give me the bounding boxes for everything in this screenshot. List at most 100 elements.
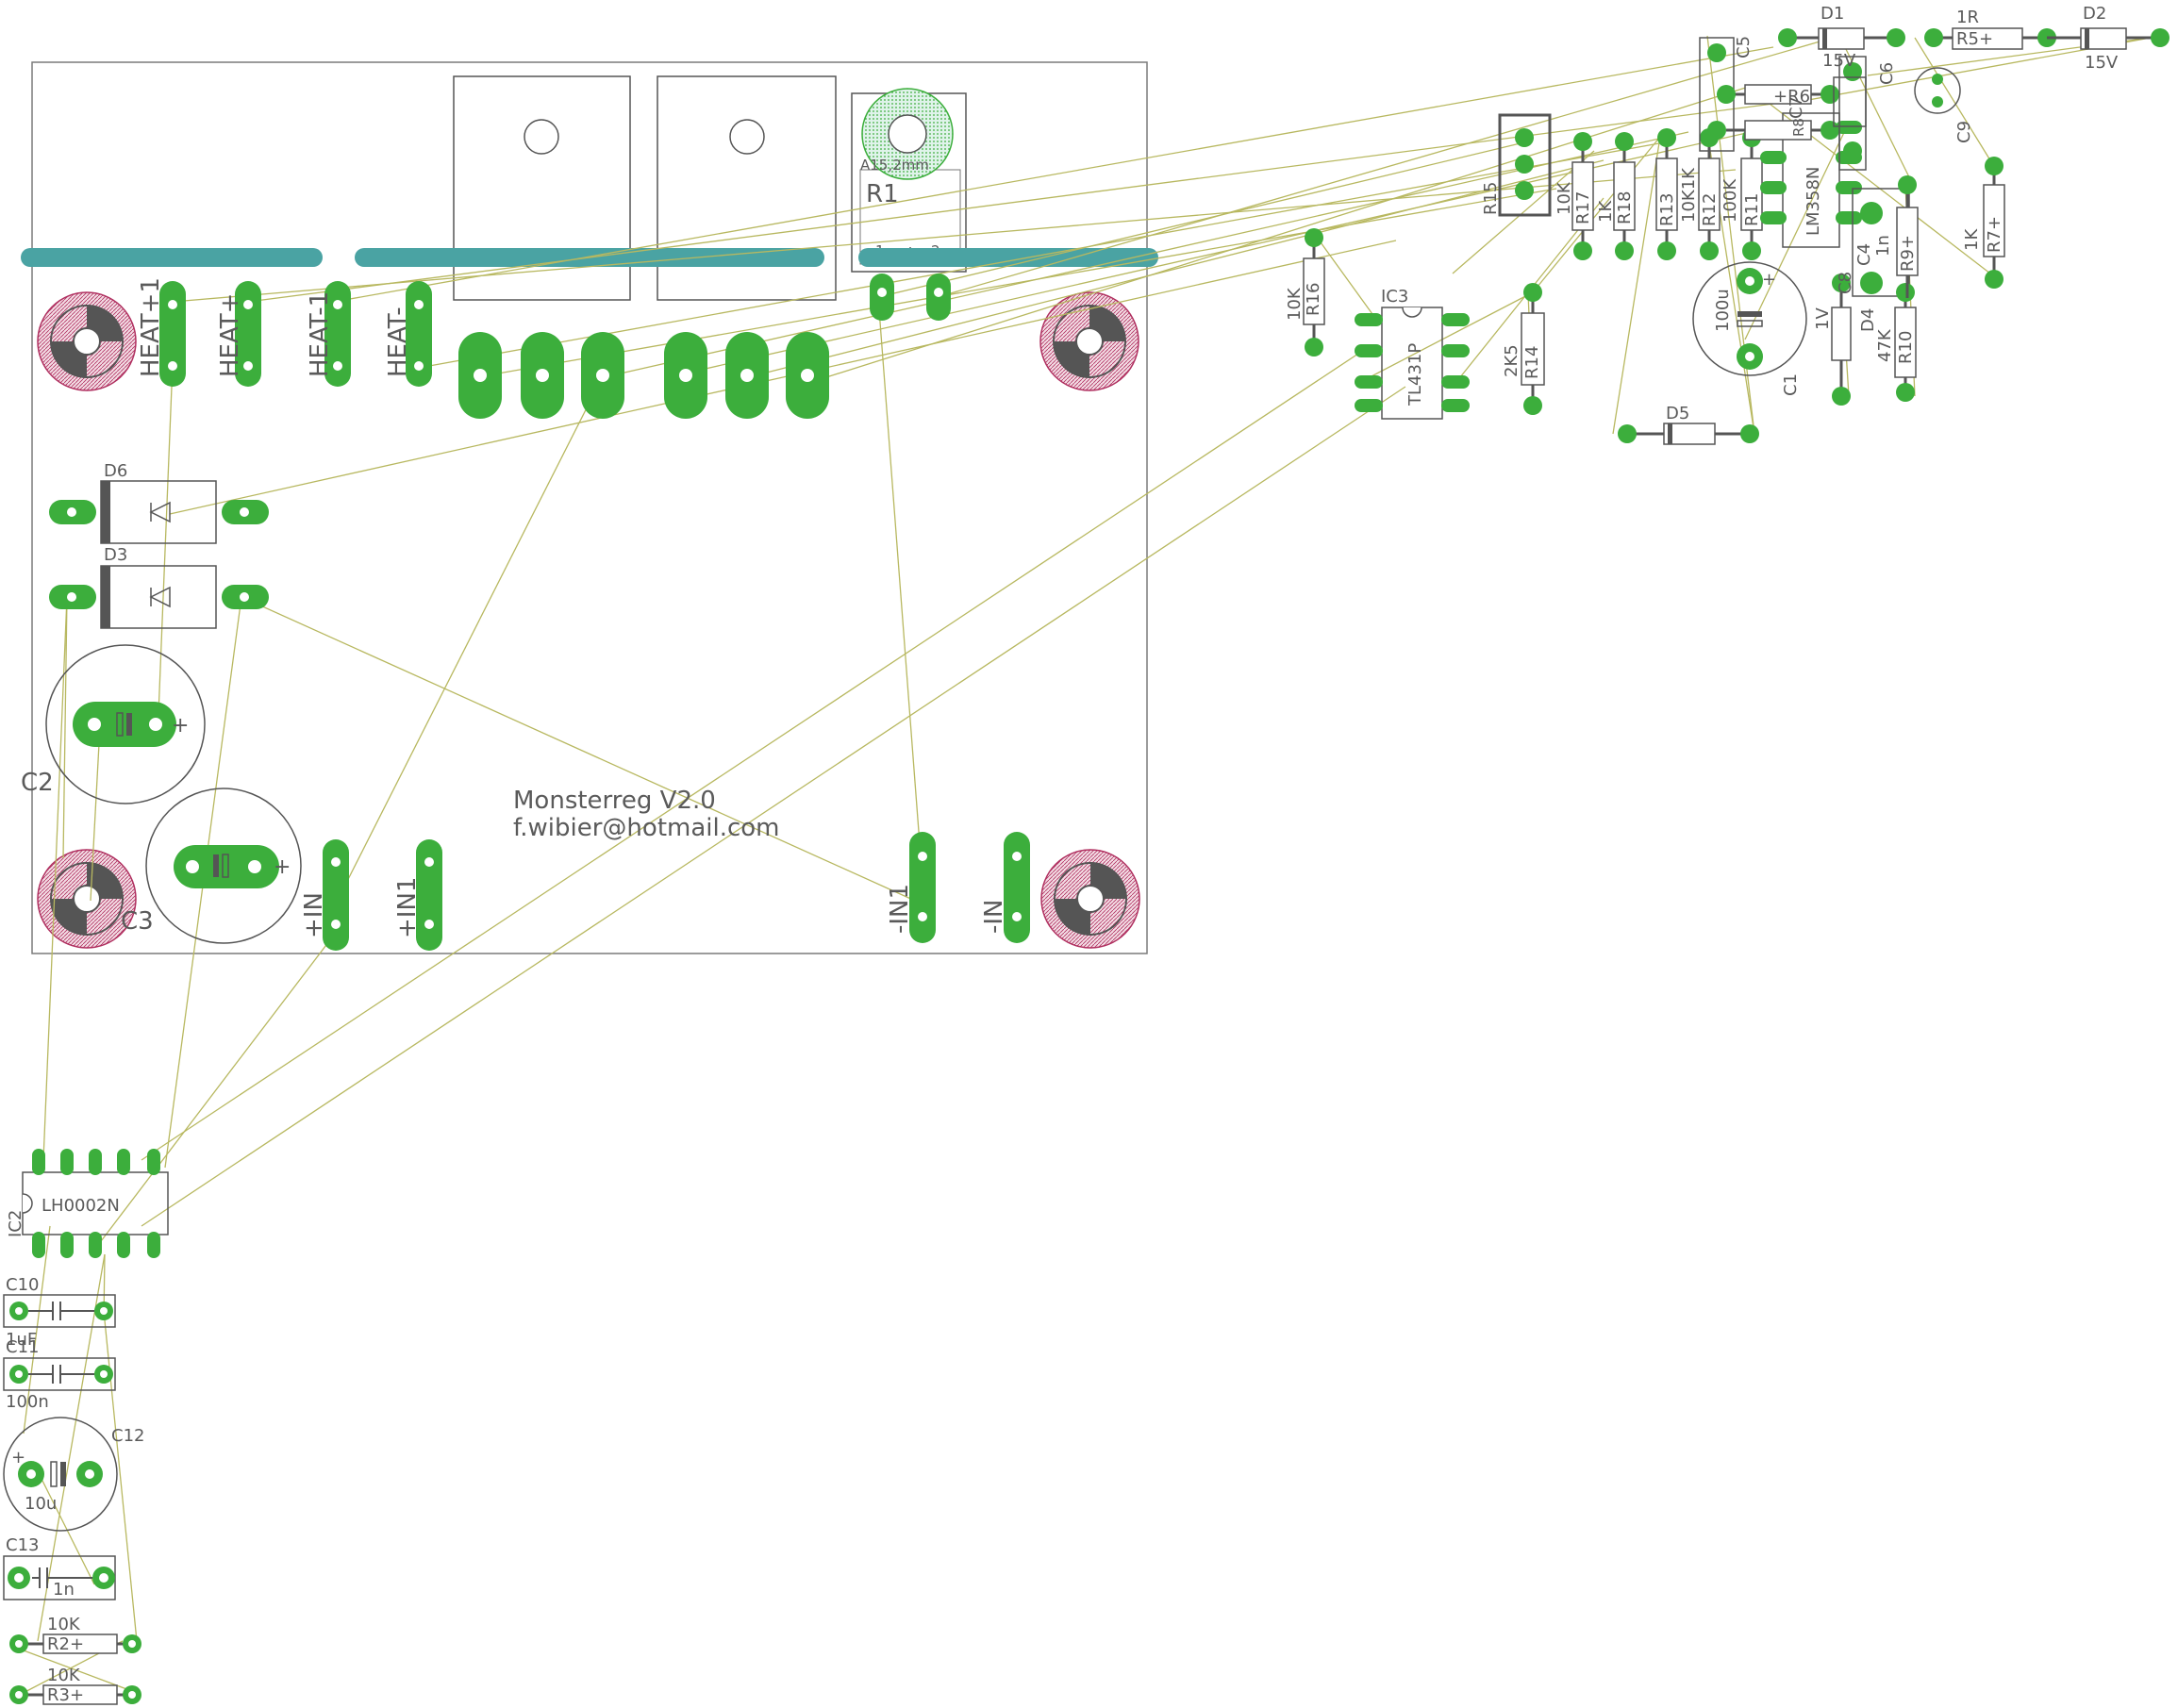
resistor-r11[interactable]: 100K R11: [1721, 128, 1763, 260]
r1-note: A15,2mm: [860, 157, 929, 174]
resistor-r7[interactable]: 1K R7+: [1962, 157, 2005, 289]
r6-label: +R6: [1773, 87, 1810, 107]
ic-ic2[interactable]: LH0002N IC2: [6, 1149, 169, 1258]
connector-heat-minus: HEAT-: [384, 307, 412, 377]
r1-label: R1: [866, 180, 899, 208]
diode-d6[interactable]: D6: [49, 461, 269, 544]
capacitor-c13[interactable]: C13 1n: [3, 1535, 116, 1600]
c5-label: C5: [1734, 36, 1754, 58]
d6-label: D6: [104, 461, 127, 481]
r18-label: R18: [1615, 191, 1635, 224]
c10-label: C10: [6, 1275, 39, 1295]
capacitor-c2[interactable]: + C2: [21, 644, 206, 804]
resistor-r5[interactable]: 1R R5+: [1924, 8, 2056, 50]
capacitor-c1[interactable]: + 100u C1: [1692, 261, 1807, 396]
r7-value: 1K: [1962, 228, 1982, 251]
c6-label: C6: [1877, 62, 1897, 85]
capacitor-c11[interactable]: C11 100n: [3, 1337, 116, 1412]
c4-label: C4: [1854, 243, 1874, 266]
diode-d1[interactable]: D1 15V: [1778, 4, 1905, 71]
diode-d4[interactable]: 1V C8 D4: [1813, 272, 1878, 406]
c12-value: 10u: [25, 1494, 57, 1514]
c3-label: C3: [121, 907, 154, 936]
capacitor-c5[interactable]: C5: [1699, 36, 1754, 152]
c13-value: 1n: [53, 1580, 75, 1600]
c4-value: 1n: [1873, 235, 1893, 257]
resistor-r13[interactable]: R13: [1655, 128, 1678, 260]
board-email: f.wibier@hotmail.com: [513, 814, 780, 842]
diode-d3[interactable]: D3: [49, 545, 269, 629]
r16-value: 10K: [1285, 287, 1305, 321]
transistor-pads: [458, 332, 829, 419]
r5-label: R5+: [1956, 29, 1993, 49]
d5-label: D5: [1666, 404, 1689, 423]
diode-d5[interactable]: D5: [1618, 404, 1759, 445]
r8-label: R8: [1790, 118, 1807, 137]
capacitor-c6[interactable]: C6: [1833, 62, 1897, 127]
d1-label: D1: [1821, 4, 1844, 24]
diode-d2[interactable]: D2 15V: [2047, 4, 2170, 73]
capacitor-c10[interactable]: C10 1uF: [3, 1275, 116, 1350]
r12-value: 10K1K: [1679, 167, 1699, 223]
d2-value: 15V: [2085, 53, 2119, 73]
c3-plus: +: [274, 855, 291, 879]
c2-plus: +: [172, 714, 189, 738]
c11-value: 100n: [6, 1392, 49, 1412]
d4-label: D4: [1858, 308, 1878, 332]
connector-heat-minus-1: HEAT-1: [306, 291, 334, 377]
r10-value: 47K: [1875, 328, 1895, 362]
r1-pads: [870, 274, 951, 321]
c12-plus: +: [11, 1448, 25, 1468]
resistor-r6[interactable]: +R6: [1717, 84, 1839, 107]
r15-label: R15: [1481, 182, 1501, 215]
resistor-r17[interactable]: 10K R17: [1555, 132, 1594, 260]
trimmer-r15[interactable]: R15: [1481, 113, 1552, 217]
ic-ic3[interactable]: IC3 TL431P: [1355, 287, 1470, 420]
connector-in1-plus: +IN1: [393, 877, 422, 938]
ic2-label: IC2: [6, 1210, 25, 1237]
r14-label: R14: [1522, 346, 1542, 379]
r10-label: R10: [1896, 331, 1916, 364]
trimmer-r1[interactable]: A15,2mm R1 1 2: [851, 88, 967, 273]
r12-label: R12: [1700, 193, 1720, 226]
resistor-r18[interactable]: 1K R18: [1596, 132, 1636, 260]
resistor-r14[interactable]: 2K5 R14: [1502, 283, 1545, 415]
board-title: Monsterreg V2.0: [513, 787, 716, 815]
resistor-r10[interactable]: 47K R10: [1875, 283, 1917, 402]
c12-label: C12: [111, 1426, 144, 1446]
r5-value: 1R: [1956, 8, 1979, 27]
r3-value: 10K: [47, 1666, 81, 1685]
connector-in-minus: -IN: [980, 900, 1008, 935]
d3-label: D3: [104, 545, 127, 565]
c1-label: C1: [1781, 373, 1801, 396]
capacitor-c4[interactable]: 1n C4: [1852, 188, 1910, 297]
resistor-r2[interactable]: 10K R2+: [9, 1615, 141, 1654]
connector-in1-minus: -IN1: [886, 884, 914, 934]
capacitor-c12[interactable]: + C12 10u: [3, 1417, 144, 1532]
connector-heat-plus-1: HEAT+1: [137, 277, 165, 377]
ic2-value: LH0002N: [42, 1196, 120, 1216]
resistor-r8[interactable]: R8: [1726, 118, 1839, 141]
ic3-label: IC3: [1381, 287, 1408, 307]
r3-label: R3+: [47, 1685, 84, 1705]
resistor-r12[interactable]: 10K1K R12: [1679, 128, 1721, 260]
c10-value: 1uF: [6, 1330, 37, 1350]
capacitor-c3[interactable]: + C3: [121, 788, 302, 944]
resistor-r16[interactable]: 10K R16: [1285, 228, 1325, 357]
resistor-r3[interactable]: 10K R3+: [9, 1666, 141, 1705]
c2-label: C2: [21, 769, 54, 797]
r13-label: R13: [1657, 193, 1677, 226]
c11-label: C11: [6, 1337, 39, 1357]
connector-pads: [159, 281, 1030, 951]
r11-value: 100K: [1721, 178, 1740, 223]
r7-label: R7+: [1985, 216, 2004, 253]
r18-value: 1K: [1596, 200, 1616, 223]
c8-label: C8: [1836, 272, 1855, 294]
capacitor-c9[interactable]: C9: [1914, 67, 1974, 143]
connector-pad-holes: [168, 300, 1022, 929]
r17-label: R17: [1573, 191, 1593, 224]
d2-label: D2: [2083, 4, 2106, 24]
resistor-r9[interactable]: R9+: [1896, 175, 1919, 298]
r11-label: R11: [1742, 193, 1762, 226]
r9-label: R9+: [1898, 235, 1918, 272]
